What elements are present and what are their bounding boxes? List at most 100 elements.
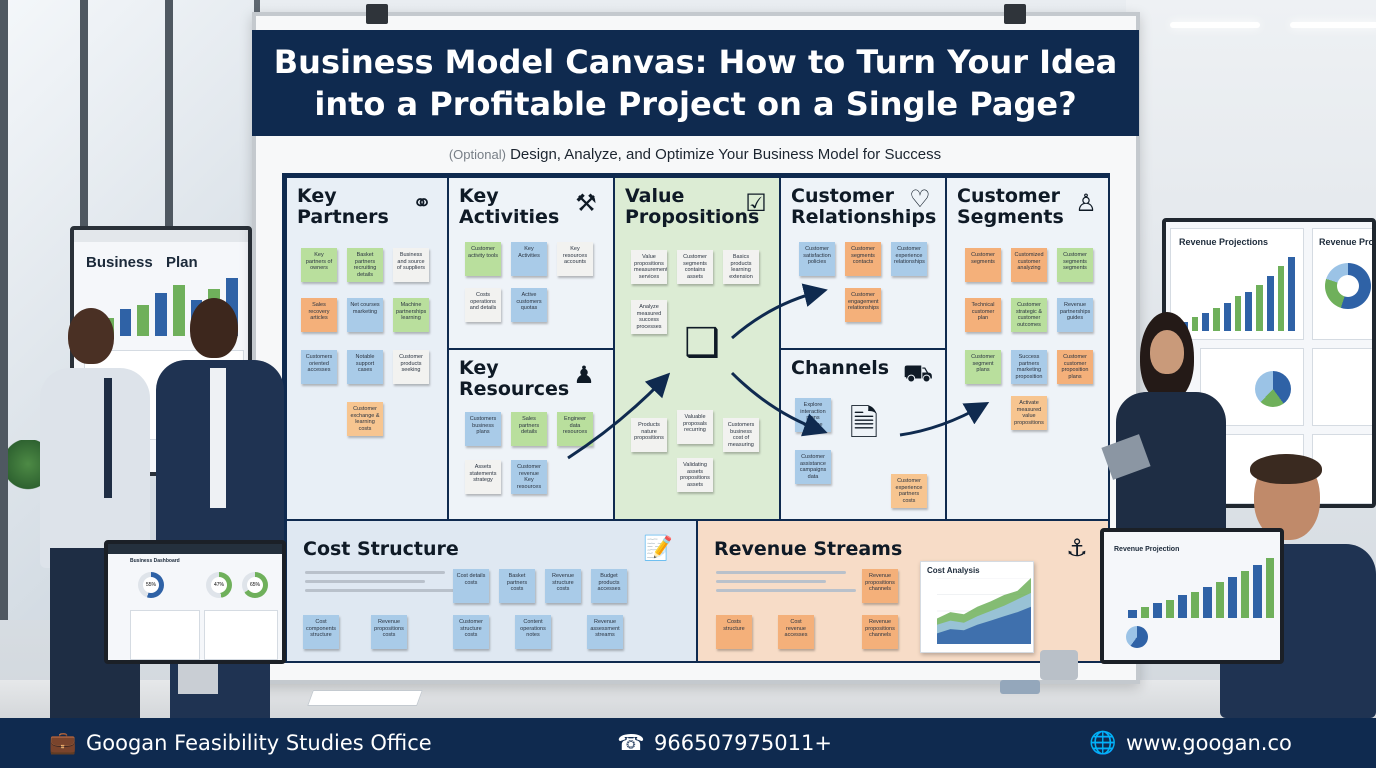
area-series [937, 606, 1031, 644]
chart-bar [1215, 582, 1224, 618]
subtitle-text: Design, Analyze, and Optimize Your Busin… [510, 146, 942, 163]
bar-panel [204, 610, 278, 660]
sticky-note: Activate measured value propositions [1011, 396, 1047, 430]
chart-bar [1213, 307, 1220, 331]
chart-bar [119, 309, 132, 336]
sticky-note: Net courses marketing [347, 298, 383, 332]
sticky-note: Business and source of suppliers [393, 248, 429, 282]
desk-monitor-right: Revenue Projection [1100, 528, 1284, 664]
sticky-note: Validating assets propositions assets [677, 458, 713, 492]
ceiling-light [1170, 22, 1260, 28]
board-clip [1004, 4, 1026, 24]
wall-screen-right: Revenue Projections Revenue Proj [1162, 218, 1376, 508]
sticky-note: Technical customer plan [965, 298, 1001, 332]
chart-bar [1178, 595, 1187, 618]
chart-bar [1128, 609, 1137, 618]
revenue-proj-title: Revenue Proj [1319, 237, 1376, 247]
cell-key-resources: Key Resources ♟ Customers business plans… [447, 348, 615, 521]
sticky-note: Customers business plans [465, 412, 501, 446]
person-right-man [1190, 454, 1376, 718]
sticky-note: Key resources accounts [557, 242, 593, 276]
sticky-note: Customer satisfaction policies [799, 242, 835, 276]
document-pen-icon: 📝 [643, 534, 673, 562]
chart-bar [226, 278, 238, 336]
screen-word-plan: Plan [166, 254, 198, 271]
sticky-note: Customer customer proposition plans [1057, 350, 1093, 384]
pie-chart [1255, 371, 1291, 407]
cell-title-key-activities: Key Activities [459, 185, 560, 228]
donut-chart [1126, 626, 1148, 648]
cell-title-customer-relationships: Customer Relationships [791, 185, 937, 228]
cell-title-customer-segments: Customer Segments [957, 185, 1064, 228]
sticky-note: Customer segment plans [965, 350, 1001, 384]
subtitle: (Optional) Design, Analyze, and Optimize… [282, 146, 1108, 163]
chart-bar [1265, 558, 1274, 618]
footer-website[interactable]: 🌐 www.googan.co [1089, 730, 1292, 756]
chart-bar [1202, 312, 1210, 331]
sticky-note: Sales recovery articles [301, 298, 337, 332]
sticky-note: Customer segments segments [1057, 248, 1093, 282]
sticky-note: Customer segments contains assets [677, 250, 713, 284]
chart-bar [1191, 317, 1199, 331]
sticky-note: Budget products accesses [591, 569, 627, 603]
revenue-projections-panel: Revenue Projections [1170, 228, 1304, 340]
footer-office: 💼 Googan Feasibility Studies Office [49, 730, 432, 756]
sticky-note: Explore interaction plans scheme [795, 398, 831, 432]
phone-number[interactable]: 966507975011+ [654, 731, 832, 755]
donut-chart: 65% [242, 572, 268, 598]
handshake-icon: ⚭ [411, 189, 433, 217]
chart-bar [1245, 291, 1253, 331]
sticky-note: Customer segments contacts [845, 242, 881, 276]
donut-chart: 55% [138, 572, 164, 598]
mug [1000, 680, 1040, 694]
cell-channels: Channels ⛟ Explore interaction plans sch… [779, 348, 947, 521]
sticky-note: Customers business cost of measuring [723, 418, 759, 452]
desk-monitor-left: Business Dashboard 55% 47% 65% [104, 540, 286, 664]
sticky-note: Customer strategic & customer outcomes [1011, 298, 1047, 332]
cell-cost-structure: Cost Structure 📝 Cost details costs Bask… [285, 519, 698, 663]
sticky-note: Revenue propositions channels [862, 569, 898, 603]
footer-phone[interactable]: ☎ 966507975011+ [617, 730, 832, 756]
sticky-note: Revenue partnerships guides [1057, 298, 1093, 332]
website-link[interactable]: www.googan.co [1126, 731, 1292, 755]
sticky-note: Success partners marketing proposition [1011, 350, 1047, 384]
chart-bar [1140, 606, 1149, 618]
value-cube-icon: ❑ [684, 321, 720, 365]
chart-bar [1266, 275, 1274, 331]
sticky-note: Costs structure [716, 615, 752, 649]
resources-icon: ♟ [573, 361, 595, 389]
revenue-projections-title: Revenue Projections [1179, 237, 1269, 247]
cell-title-value-propositions: Value Propositions [625, 185, 760, 228]
chart-bar [1190, 592, 1199, 618]
tools-icon: ⚒ [575, 189, 597, 217]
sticky-note: Customer exchange & learning costs [347, 402, 383, 436]
chart-bar [1288, 257, 1295, 331]
sticky-note: Machine partnerships learning [393, 298, 429, 332]
sticky-note: Cost details costs [453, 569, 489, 603]
sticky-note: Basket partners recruiting details [347, 248, 383, 282]
chart-bar [1256, 284, 1263, 331]
truck-icon: ⛟ [902, 360, 934, 387]
donut-chart: 47% [206, 572, 232, 598]
sticky-note: Engineer data resources [557, 412, 593, 446]
chart-bar [1203, 587, 1212, 618]
cell-title-cost-structure: Cost Structure [303, 538, 459, 560]
cell-key-partners: Key Partners ⚭ Key partners of owners Ba… [285, 176, 449, 521]
chart-bar [1223, 303, 1231, 331]
screen-word-business: Business [86, 254, 153, 271]
cell-title-channels: Channels [791, 357, 890, 379]
sticky-note: Customer experience relationships [891, 242, 927, 276]
sticky-note: Customer engagement relationships [845, 288, 881, 322]
money-bag-icon: ⚓ [1066, 534, 1088, 562]
chart-bar [137, 304, 150, 336]
chart-bar [1240, 570, 1249, 618]
papers [307, 690, 423, 706]
document-icon: 🗎 [849, 401, 879, 443]
cell-customer-segments: Customer Segments ♙ Customer segments Cu… [945, 176, 1110, 521]
sticky-note: Sales partners details [511, 412, 547, 446]
cell-revenue-streams: Revenue Streams ⚓ Revenue propositions c… [696, 519, 1110, 663]
office-name: Googan Feasibility Studies Office [86, 731, 432, 755]
cell-title-key-resources: Key Resources [459, 357, 570, 400]
sticky-note: Revenue propositions channels [862, 615, 898, 649]
sticky-note: Customer assistance campaigns data [795, 450, 831, 484]
